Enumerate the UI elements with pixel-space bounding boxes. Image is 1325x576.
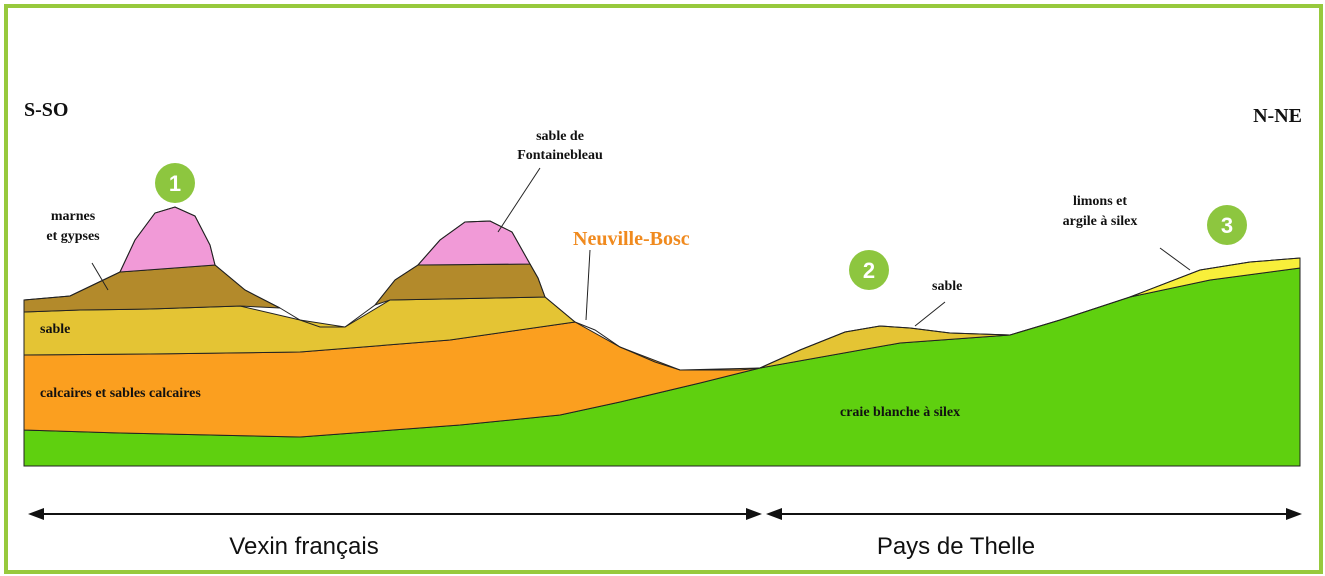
orientation-right: N-NE [1253,105,1302,127]
label-calcaires: calcaires et sables calcaires [40,386,201,401]
orientation-left: S-SO [24,99,68,121]
label-place-neuville-bosc: Neuville-Bosc [573,228,690,250]
leader-sable-right [914,301,946,327]
arrow-pays-de-thelle [766,508,1302,520]
leader-limons [1159,247,1191,271]
marnes-layer-left [23,264,281,313]
marker-1: 1 [155,163,195,203]
label-limons-1: limons et [1073,194,1127,209]
label-sable-left: sable [40,322,70,337]
label-marnes-2: et gypses [46,229,100,244]
marker-3: 3 [1207,205,1247,245]
fontainebleau-layer-left [119,206,216,273]
label-fontainebleau-1: sable de [536,129,584,144]
region-label-vexin-francais: Vexin français [229,533,378,560]
label-limons-2: argile à silex [1063,214,1138,229]
label-craie: craie blanche à silex [840,405,960,420]
surface-line [23,206,1301,371]
label-marnes-1: marnes [51,209,96,224]
arrow-vexin-francais [28,508,762,520]
marker-2: 2 [849,250,889,290]
svg-text:1: 1 [169,171,181,196]
svg-text:2: 2 [863,258,875,283]
leader-neuville-bosc [585,249,591,321]
region-label-pays-de-thelle: Pays de Thelle [877,533,1035,560]
leader-fontainebleau [497,167,541,233]
leader-marnes [91,262,109,291]
label-fontainebleau-2: Fontainebleau [517,148,603,163]
label-sable-right: sable [932,279,962,294]
svg-text:3: 3 [1221,213,1233,238]
fontainebleau-layer-right [416,220,531,266]
